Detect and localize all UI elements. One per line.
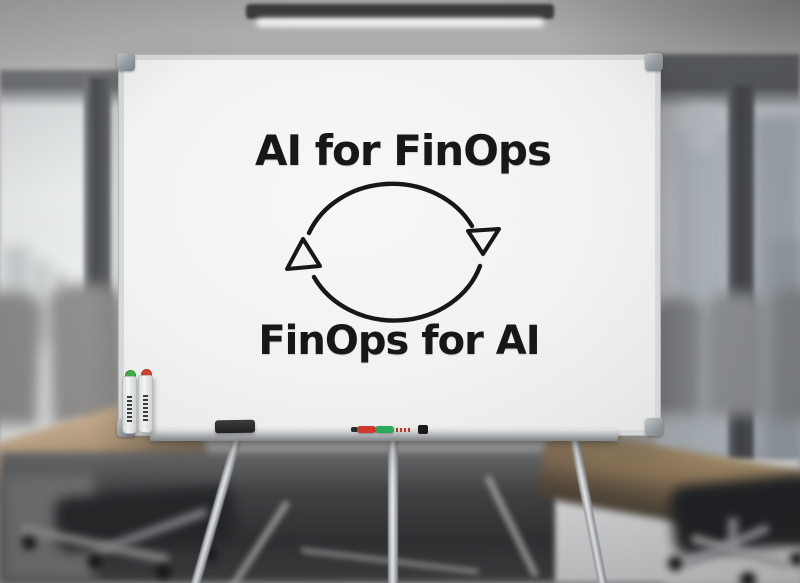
building-silhouette (688, 106, 718, 152)
marker-tip (351, 427, 358, 432)
chair-wheel (740, 572, 756, 583)
chair-wheel (156, 564, 171, 579)
chair-wheel (22, 536, 36, 550)
tray-brand-mark (396, 428, 411, 432)
ceiling-light-fixture (246, 4, 554, 19)
chair-wheel (668, 556, 683, 571)
easel-leg-center (388, 434, 398, 583)
office-chair-back (47, 282, 127, 426)
marker-tray (150, 429, 618, 441)
board-corner-cap (645, 418, 663, 436)
office-chair-back (772, 288, 800, 420)
whiteboard (119, 55, 660, 435)
hanging-marker-green (122, 370, 137, 434)
ceiling-light-glow (256, 18, 544, 27)
chair-column (728, 518, 738, 552)
marker-label (127, 396, 132, 422)
office-chair-back (706, 292, 766, 416)
board-eraser (214, 419, 256, 434)
hanging-marker-red (138, 369, 153, 433)
board-corner-cap (645, 53, 663, 71)
office-chair-back (0, 290, 44, 426)
board-title-top: AI for FinOps (255, 126, 552, 175)
chair-wheel (88, 554, 103, 569)
chair-wheel (790, 552, 800, 566)
board-corner-cap (117, 53, 135, 71)
board-title-bottom: FinOps for AI (258, 318, 540, 364)
magnet (418, 425, 428, 434)
green-marker (375, 426, 394, 433)
red-marker (357, 426, 376, 433)
marker-label (143, 395, 148, 421)
